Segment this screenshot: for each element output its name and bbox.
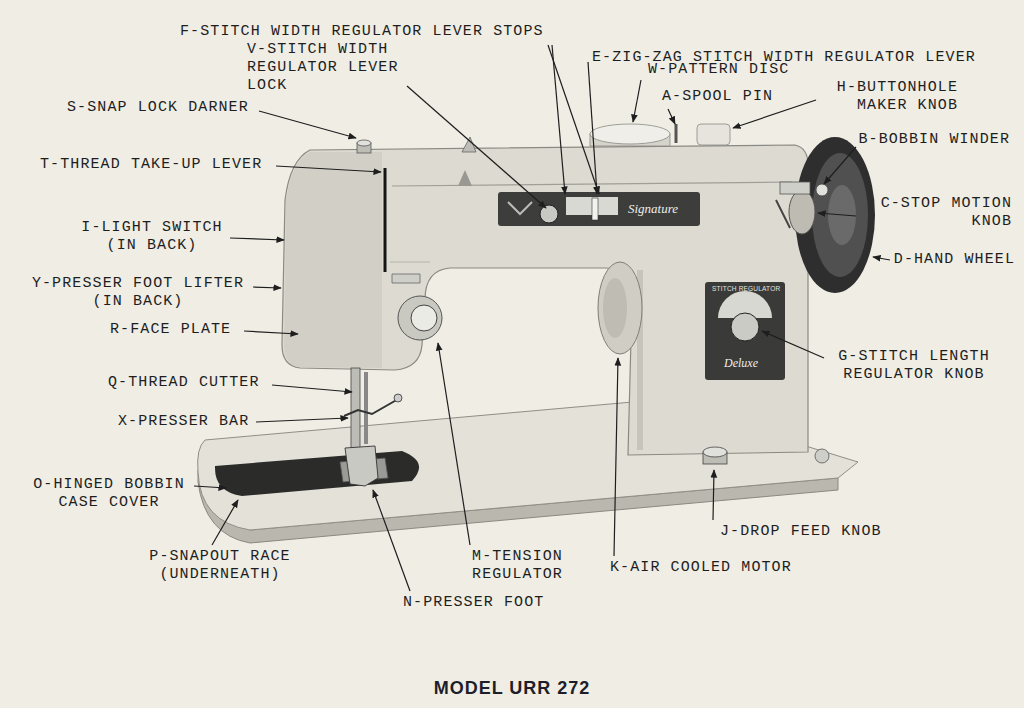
callout-label: D-HAND WHEEL bbox=[875, 251, 1015, 269]
nameplate bbox=[498, 192, 700, 226]
drop-feed-knob bbox=[703, 447, 727, 464]
callout-label: Y-PRESSER FOOT LIFTER (IN BACK) bbox=[24, 275, 252, 311]
callout-label: Q-THREAD CUTTER bbox=[108, 374, 260, 392]
callout-label: M-TENSION REGULATOR bbox=[455, 548, 580, 584]
badge-text: STITCH REGULATOR bbox=[712, 285, 780, 293]
caption: MODEL URR 272 bbox=[0, 678, 1024, 699]
callout-label: C-STOP MOTION KNOB bbox=[862, 195, 1012, 231]
bobbin-winder bbox=[776, 182, 828, 228]
callout-label: V-STITCH WIDTH REGULATOR LEVER LOCK bbox=[247, 41, 415, 95]
pattern-disc bbox=[590, 124, 670, 146]
arm-edge bbox=[390, 262, 430, 263]
callout-label: K-AIR COOLED MOTOR bbox=[610, 559, 792, 577]
callout-label: J-DROP FEED KNOB bbox=[720, 523, 882, 541]
callout-label: S-SNAP LOCK DARNER bbox=[67, 99, 249, 117]
badge-text: Deluxe bbox=[724, 356, 758, 370]
machine-body bbox=[282, 145, 808, 455]
motor bbox=[598, 262, 642, 354]
callout-label: I-LIGHT SWITCH (IN BACK) bbox=[72, 219, 232, 255]
callout-label: T-THREAD TAKE-UP LEVER bbox=[40, 156, 262, 174]
tension-regulator bbox=[398, 296, 442, 340]
callout-label: P-SNAPOUT RACE (UNDERNEATH) bbox=[140, 548, 300, 584]
callout-label: H-BUTTONHOLE MAKER KNOB bbox=[816, 79, 958, 115]
presser-foot-assembly bbox=[344, 368, 402, 486]
callout-label: W-PATTERN DISC bbox=[648, 61, 789, 79]
leader-lines bbox=[194, 45, 890, 591]
thread-guide bbox=[392, 274, 420, 283]
callout-label: R-FACE PLATE bbox=[110, 321, 231, 339]
callout-label: F-STITCH WIDTH REGULATOR LEVER STOPS bbox=[180, 23, 544, 41]
snap-lock-darner bbox=[357, 140, 371, 153]
face-plate bbox=[284, 152, 382, 368]
buttonhole-knob bbox=[697, 124, 730, 145]
arm-seam bbox=[392, 182, 792, 186]
spool-pin bbox=[675, 124, 678, 143]
callout-label: G-STITCH LENGTH REGULATOR KNOB bbox=[828, 348, 1000, 384]
callout-label: O-HINGED BOBBIN CASE COVER bbox=[25, 476, 193, 512]
badge-text: Signature bbox=[628, 202, 678, 216]
callout-label: B-BOBBIN WINDER bbox=[810, 131, 1010, 149]
stitch-regulator-plate bbox=[705, 282, 785, 380]
callout-label: A-SPOOL PIN bbox=[662, 88, 773, 106]
callout-label: X-PRESSER BAR bbox=[118, 413, 249, 431]
bobbin-cover bbox=[215, 451, 419, 496]
callout-label: N-PRESSER FOOT bbox=[403, 594, 544, 612]
take-up-lever bbox=[384, 168, 387, 272]
thread-guide-front bbox=[458, 170, 472, 186]
bed-hinge bbox=[815, 449, 829, 463]
stop-motion-knob bbox=[789, 190, 815, 234]
